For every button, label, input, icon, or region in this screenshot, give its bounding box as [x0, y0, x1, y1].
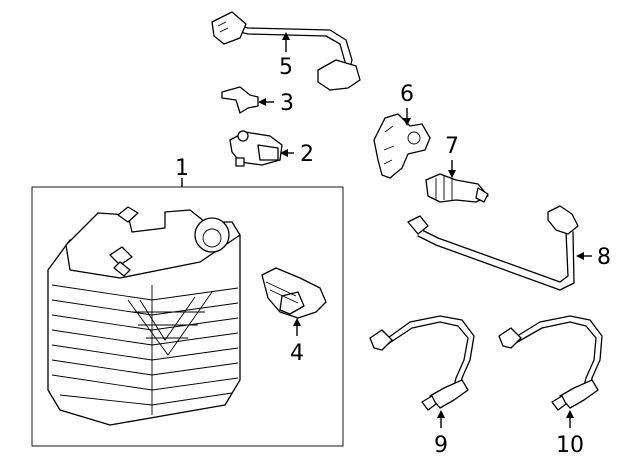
part-9-oxygen-sensor[interactable] — [369, 315, 475, 411]
callout-label-6: 6 — [400, 82, 414, 107]
callout-3[interactable]: 3 — [258, 91, 294, 116]
callout-6[interactable]: 6 — [400, 82, 414, 126]
callout-9[interactable]: 9 — [434, 410, 448, 458]
arrowhead-4 — [293, 318, 301, 326]
part-2-vent-solenoid[interactable] — [229, 130, 283, 167]
callout-label-1: 1 — [175, 156, 189, 181]
arrowhead-3 — [258, 98, 266, 106]
part-10-oxygen-sensor[interactable] — [498, 315, 603, 411]
callout-7[interactable]: 7 — [445, 134, 459, 178]
callout-label-8: 8 — [597, 245, 611, 270]
arrowhead-8 — [576, 252, 584, 260]
callout-5[interactable]: 5 — [279, 32, 293, 80]
callout-label-9: 9 — [434, 433, 448, 458]
callout-label-2: 2 — [300, 142, 314, 167]
callout-label-7: 7 — [445, 134, 459, 159]
part-4-purge-valve[interactable] — [261, 267, 327, 319]
arrowhead-7 — [448, 170, 456, 178]
callout-10[interactable]: 10 — [556, 410, 584, 458]
callout-2[interactable]: 2 — [280, 142, 314, 167]
part-6-pressure-sensor[interactable] — [373, 113, 431, 179]
arrowhead-6 — [403, 118, 411, 126]
callout-label-10: 10 — [556, 433, 584, 458]
arrowhead-9 — [437, 410, 445, 418]
arrowhead-5 — [282, 32, 290, 40]
part-8-tube-assembly[interactable] — [407, 205, 579, 291]
part-1-frame — [31, 186, 344, 447]
callout-1[interactable]: 1 — [175, 156, 189, 187]
callout-label-5: 5 — [279, 55, 293, 80]
part-3-clip[interactable] — [221, 86, 259, 114]
arrowhead-2 — [280, 149, 288, 157]
callout-4[interactable]: 4 — [290, 318, 304, 366]
part-7-temperature-sensor[interactable] — [425, 173, 489, 203]
part-1-evap-canister[interactable] — [47, 206, 241, 426]
part-5-wiring-harness[interactable] — [211, 11, 361, 91]
arrowhead-10 — [566, 410, 574, 418]
callout-label-4: 4 — [290, 341, 304, 366]
callout-label-3: 3 — [280, 91, 294, 116]
callout-8[interactable]: 8 — [576, 245, 611, 270]
